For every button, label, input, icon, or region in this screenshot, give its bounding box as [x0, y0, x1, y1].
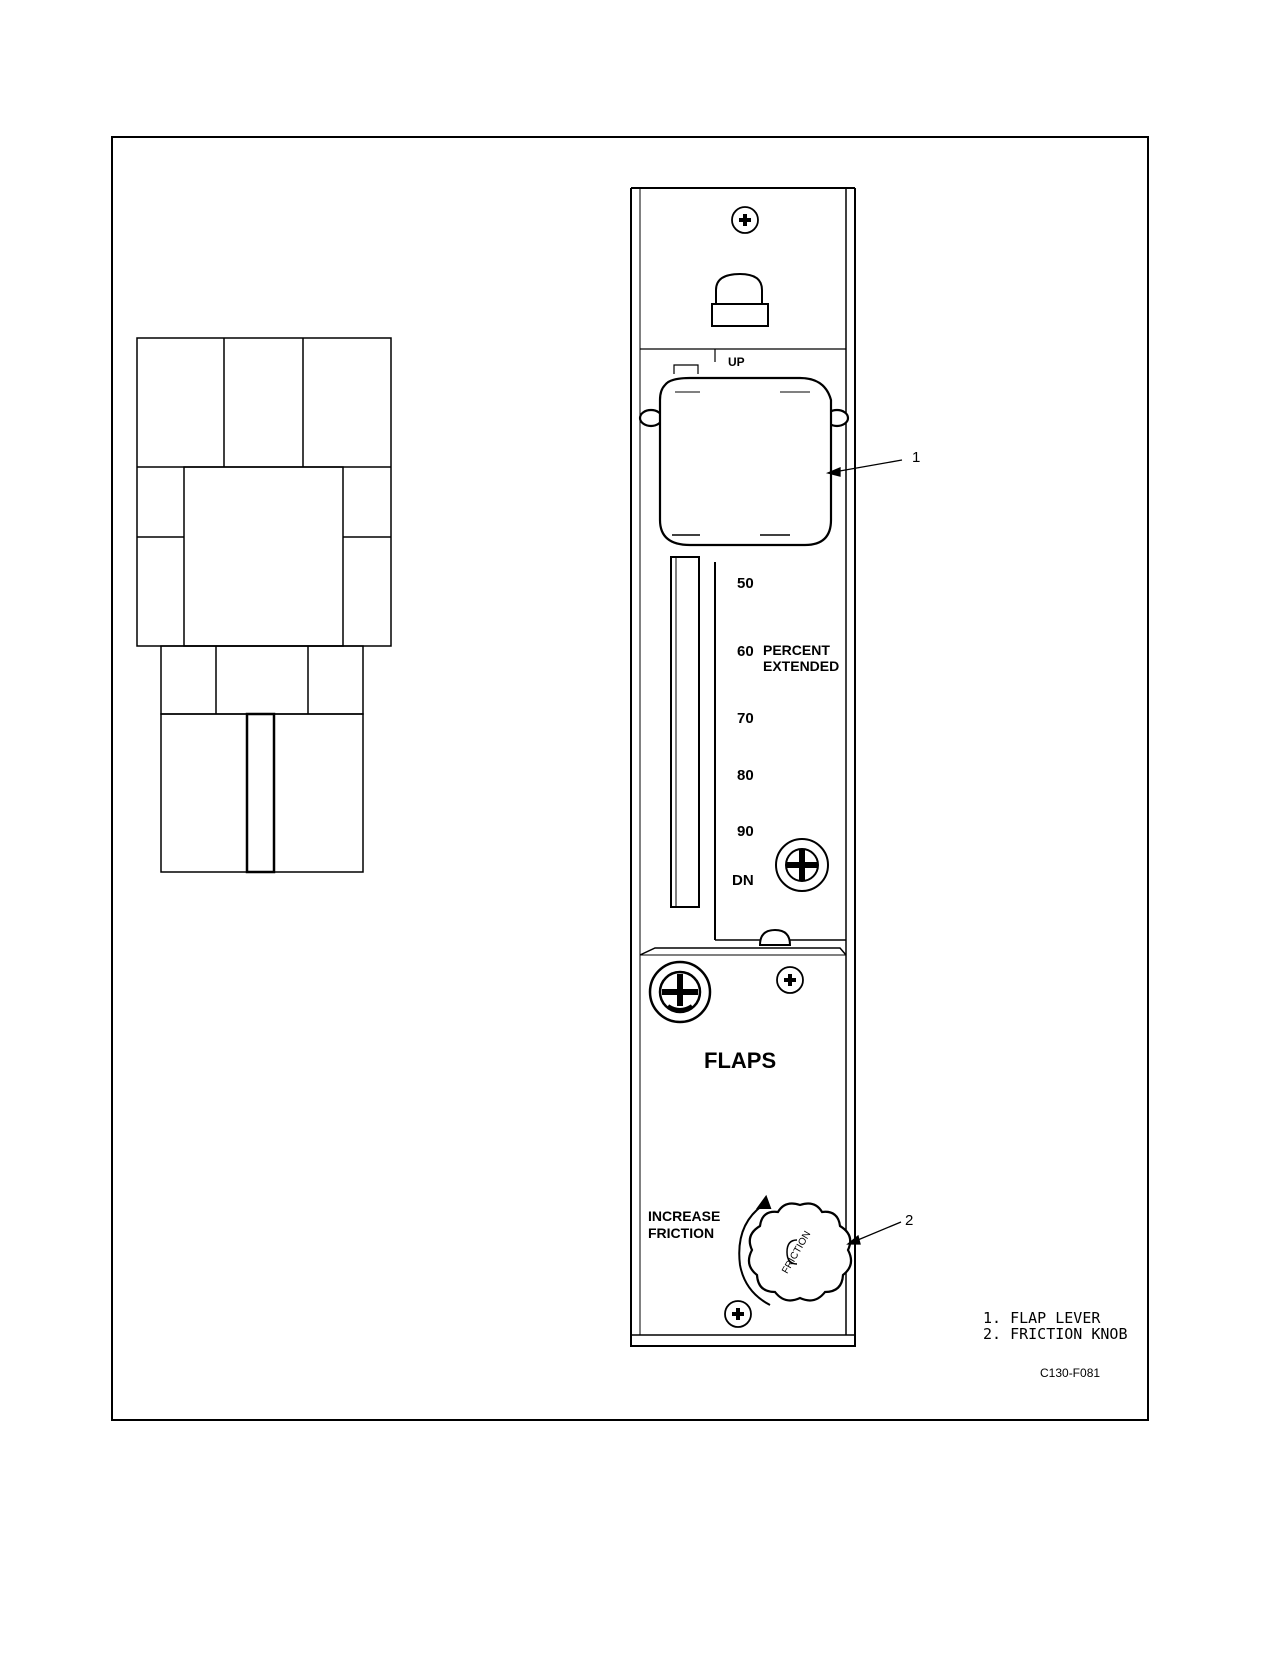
fastener-icon: [648, 960, 712, 1024]
screw-icon: [731, 206, 759, 234]
scale-tick-label: 60: [737, 643, 754, 660]
left-block-diagram: [136, 337, 392, 874]
scale-tick-label: 70: [737, 710, 754, 727]
callout-1: 1: [912, 449, 920, 466]
legend-item: 1. FLAP LEVER: [983, 1309, 1101, 1327]
fastener-icon: [775, 838, 829, 892]
dome-fastener-icon: [758, 928, 792, 946]
scale-tick-label: DN: [732, 872, 754, 889]
callout-leaders: [825, 459, 903, 1245]
friction-knob[interactable]: [747, 1202, 853, 1302]
increase-label: INCREASE: [648, 1208, 720, 1224]
callout-2: 2: [905, 1212, 913, 1229]
flaps-label: FLAPS: [704, 1048, 776, 1073]
screw-icon: [724, 1300, 752, 1328]
extended-label: EXTENDED: [763, 658, 839, 674]
flap-panel: [630, 187, 856, 1347]
figure-frame: [111, 136, 1149, 1421]
up-label: UP: [728, 355, 745, 369]
percent-label: PERCENT: [763, 642, 830, 658]
figure-code: C130-F081: [1040, 1366, 1100, 1380]
flap-lever[interactable]: [638, 376, 850, 547]
scale-tick-label: 50: [737, 575, 754, 592]
legend-item: 2. FRICTION KNOB: [983, 1325, 1128, 1343]
increase-arrow-icon: [738, 1194, 772, 1306]
scale-tick-label: 90: [737, 823, 754, 840]
screw-icon: [776, 966, 804, 994]
scale-tick-label: 80: [737, 767, 754, 784]
friction-label: FRICTION: [648, 1225, 714, 1241]
